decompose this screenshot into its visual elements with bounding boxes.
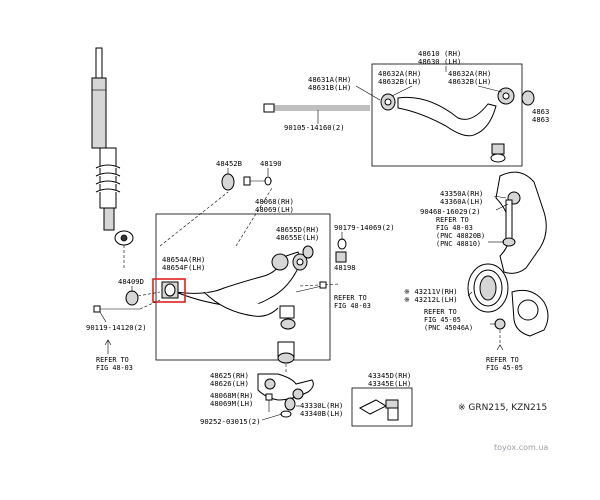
nut-48198 [302, 245, 314, 259]
label-48630: 48630 (LH) [418, 57, 461, 66]
label-4863-b: 4863 [532, 115, 549, 124]
lower-arm-box [155, 213, 331, 361]
label-43340b: 43340B(LH) [300, 409, 343, 418]
label-refer-4803-k: REFER TO [436, 216, 469, 224]
label-43350a: 43350A(RH) [440, 189, 483, 198]
label-48452b: 48452B [216, 159, 242, 168]
label-48632a: 48632A(RH) [448, 69, 491, 78]
label-90105: 90105-14160(2) [284, 123, 345, 132]
bolt-48068m [265, 393, 273, 412]
label-refer-4803-r2: FIG 48-03 [334, 302, 371, 310]
label-refer-4505-b2: FIG 45-05 [486, 364, 523, 372]
label-48655e: 48655E(LH) [276, 233, 319, 242]
boot-kit [358, 399, 399, 421]
label-90119: 90119-14120(2) [86, 323, 147, 332]
label-43212l: ※ 43212L(LH) [404, 295, 458, 304]
watermark: toyox.com.ua [494, 443, 548, 452]
label-48632a-box: 48632A(RH) [378, 69, 421, 78]
label-48069m: 48069M(LH) [210, 399, 253, 408]
label-48069: 48069(LH) [255, 205, 294, 214]
label-4863-a: 4863 [532, 107, 549, 116]
label-refer-4803-l2: FIG 48-03 [96, 364, 133, 372]
model-note: ※ GRN215, KZN215 [458, 403, 547, 413]
label-pnc-45046: (PNC 45046A) [424, 324, 473, 332]
label-90252: 90252-03015(2) [200, 417, 261, 426]
shock-absorber [91, 47, 134, 246]
label-43211v: ※ 43211V(RH) [404, 287, 458, 296]
label-90179: 90179-14069(2) [334, 223, 395, 232]
label-48632b-box: 48632B(LH) [378, 77, 421, 86]
hub-dust-seal [467, 263, 509, 313]
label-refer-4803-l: REFER TO [96, 356, 129, 364]
label-48655d: 48655D(RH) [276, 225, 319, 234]
label-refer-4505-b: REFER TO [486, 356, 519, 364]
label-48631b: 48631B(LH) [308, 83, 351, 92]
bushing-48452b [221, 173, 235, 191]
label-48190: 48190 [260, 159, 282, 168]
label-43345e: 43345E(LH) [368, 379, 411, 388]
tie-rod-end [490, 318, 506, 330]
knuckle-lower-arm [511, 289, 549, 337]
label-48626: 48626(LH) [210, 379, 249, 388]
label-48654f: 48654F(LH) [162, 263, 205, 272]
upper-arm-bolt [263, 103, 370, 113]
steering-knuckle [495, 171, 547, 274]
label-48610: 48610 (RH) [418, 49, 461, 58]
bolt-48190 [243, 176, 272, 186]
upper-control-arm [380, 87, 515, 163]
highlight-48654a [152, 278, 186, 303]
label-43330l: 43330L(RH) [300, 401, 343, 410]
boot-kit-box [351, 387, 413, 427]
label-90468: 90468-16029(2) [420, 207, 481, 216]
label-48068m: 48068M(RH) [210, 391, 253, 400]
label-48631a: 48631A(RH) [308, 75, 351, 84]
label-refer-4505-k: REFER TO [424, 308, 457, 316]
label-refer-4803-r: REFER TO [334, 294, 367, 302]
label-48654a: 48654A(RH) [162, 255, 205, 264]
label-48409d: 48409D [118, 277, 144, 286]
label-43360a: 43360A(LH) [440, 197, 483, 206]
label-48068: 48068(RH) [255, 197, 294, 206]
label-refer-4803-k2: FIG 48-03 [436, 224, 473, 232]
label-refer-4505-k2: FIG 45-05 [424, 316, 461, 324]
label-48632b: 48632B(LH) [448, 77, 491, 86]
nut-48409d [125, 290, 139, 306]
label-48625: 48625(RH) [210, 371, 249, 380]
label-43345d: 43345D(RH) [368, 371, 411, 380]
bolt-lower-right [295, 281, 327, 293]
label-pnc-48820: (PNC 48820B) [436, 232, 485, 240]
label-48198: 48198 [334, 263, 356, 272]
label-pnc-48810: (PNC 48810) [436, 240, 481, 248]
upper-arm-box [371, 63, 523, 167]
bolt-90119 [93, 305, 140, 313]
ball-joint [277, 341, 295, 364]
lower-control-arm [175, 251, 308, 330]
